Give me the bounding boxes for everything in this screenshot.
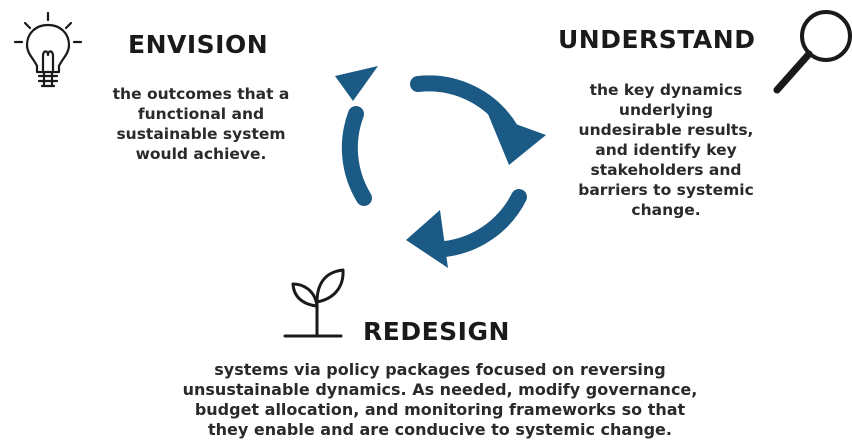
envision-heading: ENVISION (128, 30, 269, 59)
understand-line: and identify key (595, 141, 737, 159)
envision-line: would achieve. (135, 145, 267, 163)
understand-line: underlying (618, 101, 714, 119)
envision-line: functional and (137, 105, 265, 123)
redesign-heading: REDESIGN (363, 317, 510, 346)
redesign-description: systems via policy packages focused on r… (150, 360, 730, 440)
magnifying-glass-icon (773, 10, 852, 94)
lightbulb-icon (13, 11, 83, 88)
envision-line: sustainable system (116, 125, 286, 143)
understand-line: stakeholders and (590, 161, 742, 179)
redesign-line: unsustainable dynamics. As needed, modif… (182, 380, 698, 399)
cycle-arrowhead-top (488, 114, 546, 165)
cycle-arrow-left (341, 106, 372, 206)
envision-line: the outcomes that a (112, 85, 290, 103)
understand-description: the key dynamics underlying undesirable … (552, 80, 780, 220)
understand-heading: UNDERSTAND (558, 25, 756, 54)
redesign-line: budget allocation, and monitoring framew… (194, 400, 686, 419)
cycle-arrowhead-left (335, 66, 378, 101)
redesign-line: systems via policy packages focused on r… (214, 360, 666, 379)
cycle-arrow-bottom (437, 189, 527, 257)
cycle-arrowhead-bottom (406, 210, 448, 268)
redesign-line: they enable and are conducive to systemi… (208, 420, 672, 439)
understand-line: barriers to systemic (578, 181, 754, 199)
understand-line: the key dynamics (589, 81, 743, 99)
envision-description: the outcomes that a functional and susta… (86, 84, 316, 164)
cycle-arrow-top (410, 75, 519, 138)
sprout-icon (283, 268, 345, 338)
understand-line: change. (631, 201, 701, 219)
understand-line: undesirable results, (578, 121, 754, 139)
